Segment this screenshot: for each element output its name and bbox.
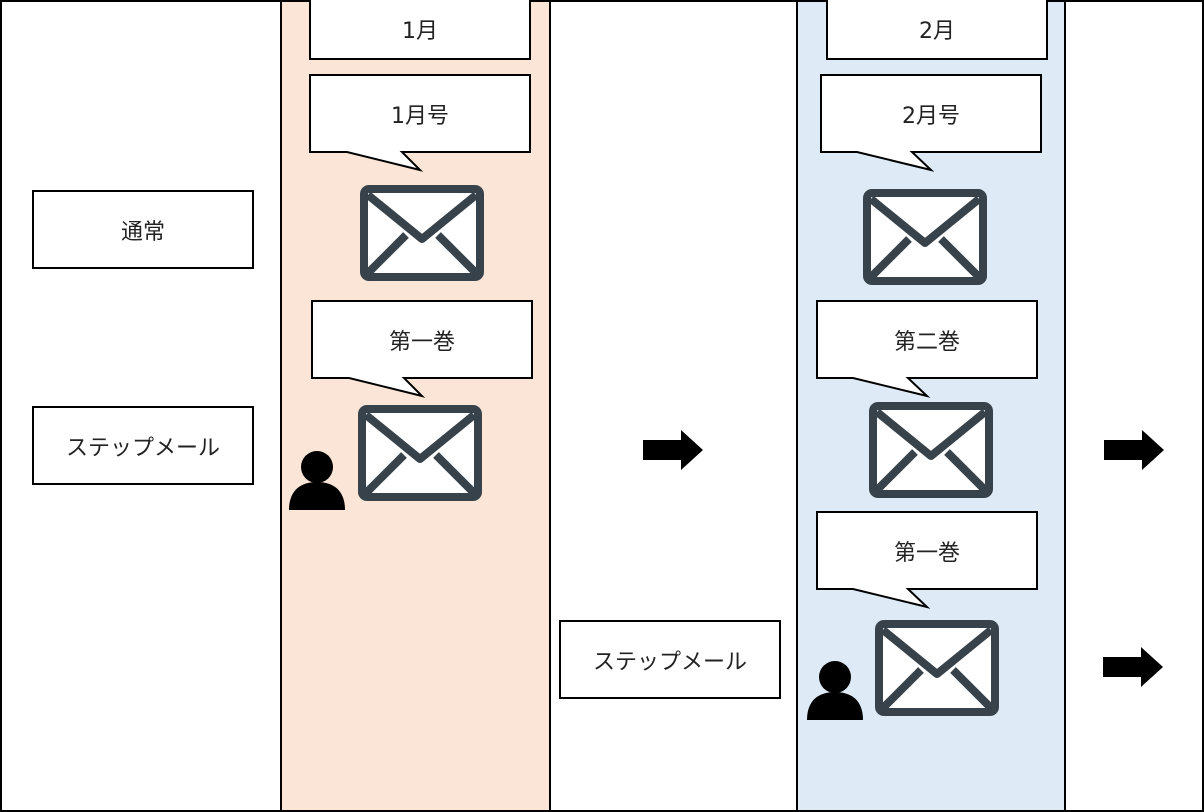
arrow-right-icon [643, 430, 703, 470]
bubble-feb-step-vol1-text: 第一巻 [893, 540, 960, 566]
row-label-step: ステップメール [32, 406, 254, 485]
bubble-feb-step-vol2-text: 第二巻 [893, 329, 960, 355]
bubble-jan-step-vol1-text: 第一巻 [388, 329, 455, 355]
bubble-feb-issue [820, 74, 1042, 172]
month-header-jan: 1月 [309, 0, 531, 60]
arrow-right-icon [1104, 430, 1164, 470]
person-icon [807, 661, 863, 720]
bubble-jan-issue [309, 74, 531, 172]
envelope-icon [873, 406, 989, 494]
envelope-icon [362, 409, 478, 497]
person-icon [289, 451, 345, 510]
bubble-feb-issue-text: 2月号 [902, 103, 960, 129]
bubble-jan-issue-text: 1月号 [391, 103, 449, 129]
step-start-label: ステップメール [559, 620, 781, 699]
row-label-normal: 通常 [32, 190, 254, 269]
bubble-jan-step-vol1 [311, 300, 533, 398]
month-header-feb: 2月 [826, 0, 1048, 60]
bubble-feb-step-vol1 [816, 511, 1038, 609]
bubble-feb-step-vol2 [816, 300, 1038, 398]
envelope-icon [364, 189, 480, 277]
envelope-icon [867, 193, 983, 281]
envelope-icon [879, 624, 995, 712]
arrow-right-icon [1103, 647, 1163, 687]
